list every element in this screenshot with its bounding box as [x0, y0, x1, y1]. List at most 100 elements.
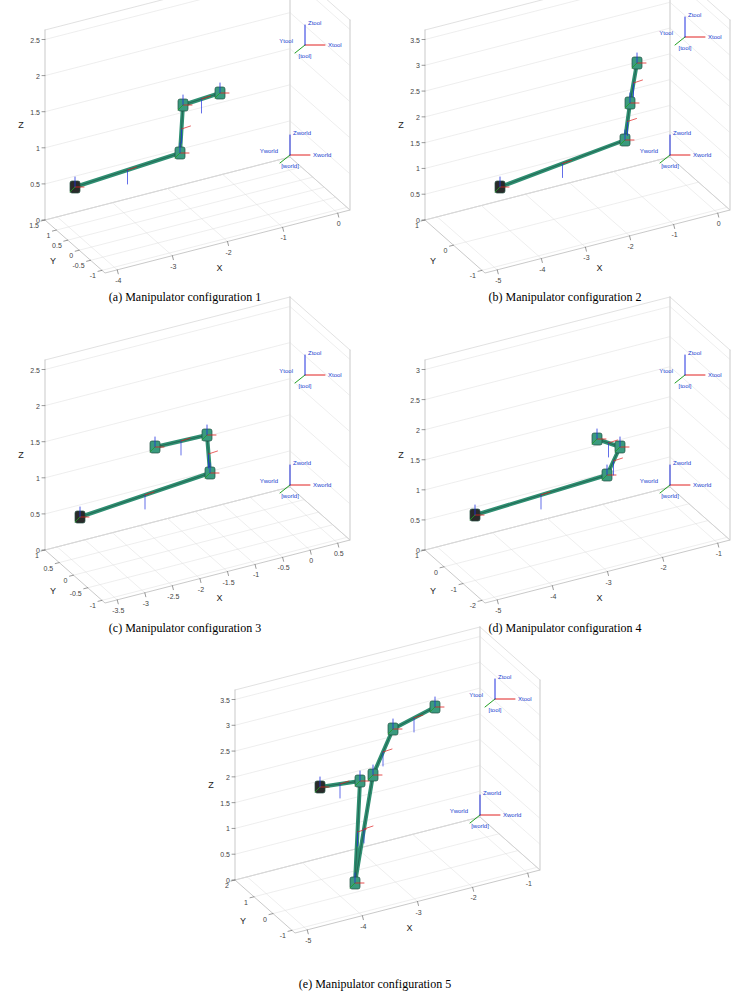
frame-label: [tool]	[298, 53, 311, 59]
grid-line	[168, 519, 228, 572]
grid-line	[425, 131, 670, 194]
grid-line	[670, 337, 730, 390]
link-frame-x	[628, 119, 637, 122]
tick-mark	[55, 563, 59, 564]
joint-frame-z	[597, 429, 598, 439]
grid-line	[74, 512, 319, 575]
tick-mark	[422, 39, 425, 40]
world-frame-y	[660, 485, 670, 493]
grid-line	[413, 834, 473, 887]
grid-line	[425, 307, 670, 370]
tick-mark	[42, 441, 45, 442]
joint-frame-y	[602, 475, 607, 480]
axis-label: Z	[398, 121, 404, 130]
joint-frame-y	[495, 187, 500, 192]
grid-line	[658, 160, 718, 213]
tool-frame-y	[675, 375, 685, 383]
joint-frame-y	[470, 515, 475, 520]
grid-line	[425, 337, 670, 400]
joint-frame-y	[625, 103, 630, 108]
link-frame-z	[383, 752, 384, 766]
tick-label: 3	[416, 62, 420, 69]
floor-box	[235, 817, 540, 933]
frame-label: [tool]	[488, 707, 501, 713]
link-frame-z	[357, 832, 358, 846]
tick-label: 0.5	[44, 564, 54, 571]
grid-line	[235, 714, 480, 777]
joint-frame-y	[620, 140, 625, 145]
joint-frame-y	[388, 729, 393, 734]
link-frame-z	[145, 495, 146, 509]
joint-frame-z	[637, 53, 638, 63]
frame-label: Yworld	[450, 808, 468, 814]
tick-mark	[52, 230, 56, 231]
joint-frame-x	[435, 707, 444, 708]
frame-label: [tool]	[678, 45, 691, 51]
tick-label: 0.5	[220, 851, 230, 858]
tick-label: -1	[90, 272, 96, 279]
grid-line	[468, 820, 528, 873]
frame-label: Xtool	[328, 42, 342, 48]
grid-line	[290, 121, 350, 174]
grid-line	[290, 85, 350, 138]
joint-frame-x	[210, 473, 219, 474]
frame-label: Zworld	[483, 790, 501, 796]
tick-label: -0.5	[278, 564, 290, 571]
grid-line	[480, 637, 540, 690]
tick-label: -1	[470, 272, 476, 279]
link-frame-x	[414, 715, 423, 718]
world-frame-z	[670, 465, 671, 485]
tool-frame-x	[495, 699, 515, 700]
wall-edge	[45, 297, 290, 360]
tick-mark	[422, 220, 425, 221]
joint-frame-y	[615, 447, 620, 452]
tick-mark	[450, 245, 454, 246]
axis-label: Y	[240, 916, 246, 925]
joint-frame-z	[475, 505, 476, 515]
grid-line	[140, 526, 200, 579]
robot-link-edge	[475, 439, 620, 515]
joint-frame-x	[475, 515, 484, 516]
world-frame-y	[470, 815, 480, 823]
tick-mark	[42, 75, 45, 76]
tool-frame-y	[485, 699, 495, 707]
tool-frame-x	[305, 375, 325, 376]
tick-label: 1.5	[220, 799, 230, 806]
link-frame-z	[201, 99, 202, 113]
frame-label: [tool]	[298, 383, 311, 389]
world-frame-x	[290, 155, 310, 156]
joint-frame-x	[80, 517, 89, 518]
joint-frame-z	[80, 507, 81, 517]
tick-mark	[473, 887, 474, 891]
joint-frame-x	[220, 93, 229, 94]
joint-frame-x	[620, 447, 629, 448]
tick-mark	[42, 405, 45, 406]
tick-label: -1	[90, 602, 96, 609]
grid-line	[480, 765, 540, 818]
tool-frame-x	[305, 45, 325, 46]
tick-mark	[422, 142, 425, 143]
grid-line	[290, 343, 350, 396]
link-frame-z	[127, 170, 128, 184]
tick-label: 0.5	[410, 516, 420, 523]
floor-box	[45, 487, 350, 603]
tick-mark	[87, 260, 91, 261]
grid-line	[235, 662, 480, 725]
grid-line	[425, 487, 670, 550]
grid-line	[437, 547, 497, 600]
tick-mark	[64, 240, 68, 241]
axis-label: Z	[18, 451, 24, 460]
robot-link-edge	[500, 63, 637, 187]
joint-frame-x	[75, 187, 84, 188]
tick-label: -3	[583, 254, 589, 261]
grid-line	[425, 105, 670, 168]
tick-label: -5	[495, 606, 501, 613]
frame-label: Yworld	[640, 478, 658, 484]
joint-frame-y	[368, 775, 373, 780]
floor-box	[425, 487, 730, 603]
joint-frame-x	[607, 475, 616, 476]
wall-edge	[290, 0, 291, 157]
joint-frame-x	[500, 187, 509, 188]
joint-frame-y	[592, 439, 597, 444]
tick-label: -1	[253, 571, 259, 578]
